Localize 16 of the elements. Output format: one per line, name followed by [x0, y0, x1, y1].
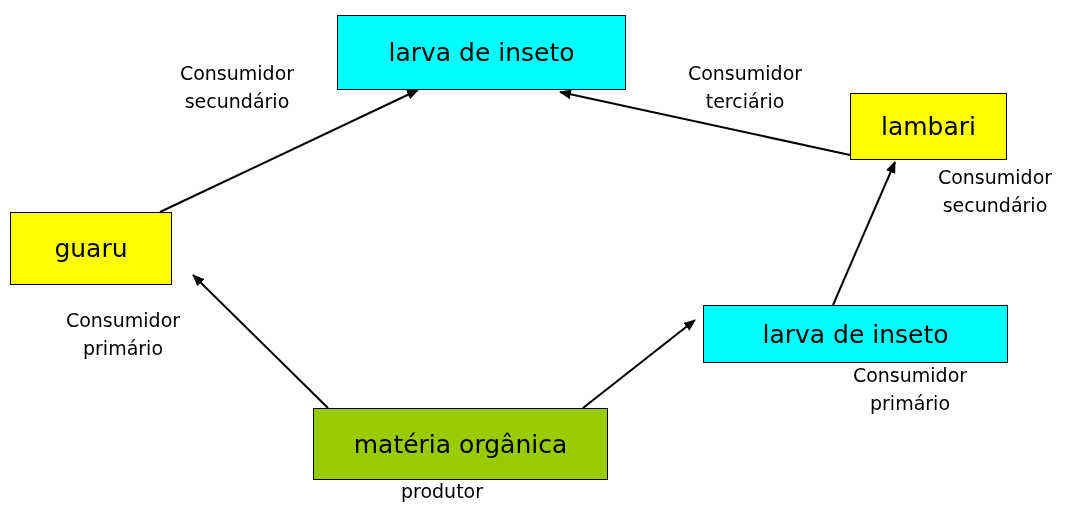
- food-chain-box: larva de inseto: [703, 305, 1008, 363]
- trophic-level-label: produtor: [399, 479, 485, 504]
- food-chain-box: matéria orgânica: [313, 408, 608, 480]
- arrow: [159, 89, 419, 213]
- food-chain-box: larva de inseto: [337, 15, 626, 90]
- arrow: [582, 319, 696, 409]
- trophic-level-label: Consumidor secundário: [178, 61, 296, 114]
- trophic-level-label: Consumidor terciário: [686, 61, 804, 114]
- arrow: [559, 89, 851, 156]
- trophic-level-label: Consumidor secundário: [936, 165, 1054, 218]
- food-chain-box: lambari: [850, 93, 1007, 160]
- trophic-level-label: Consumidor primário: [64, 308, 182, 361]
- arrow: [192, 274, 329, 409]
- arrow: [832, 161, 896, 306]
- trophic-level-label: Consumidor primário: [851, 363, 969, 416]
- food-chain-box: guaru: [10, 212, 172, 285]
